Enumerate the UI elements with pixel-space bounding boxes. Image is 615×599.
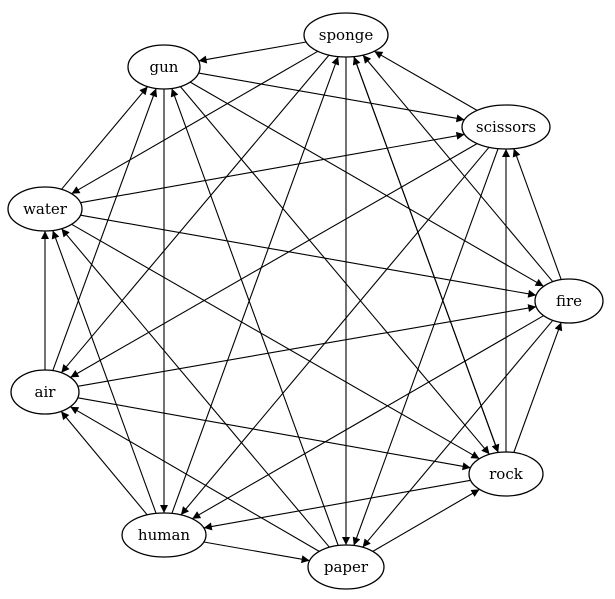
node-label: gun	[150, 58, 179, 76]
node-rock: rock	[468, 451, 544, 497]
node-label: air	[35, 383, 57, 401]
edge-gun-to-scissors	[198, 72, 465, 123]
node-human: human	[121, 512, 207, 558]
edge-gun-to-fire	[189, 81, 544, 287]
edge-air-to-gun	[52, 88, 158, 371]
edge-air-to-rock	[77, 397, 471, 471]
node-label: fire	[556, 292, 582, 310]
edge-air-to-fire	[77, 304, 537, 387]
edge-human-to-air	[60, 411, 148, 516]
node-ellipse	[534, 278, 604, 324]
edge-water-to-rock	[71, 223, 480, 460]
edge-paper-to-rock	[372, 488, 480, 552]
node-label: human	[138, 526, 190, 544]
edge-paper-to-air	[70, 406, 320, 552]
node-ellipse	[468, 451, 544, 497]
edge-water-to-fire	[80, 214, 537, 298]
edge-sponge-to-air	[60, 54, 330, 374]
edge-fire-to-scissors	[512, 148, 562, 280]
edge-gun-to-rock	[179, 86, 490, 455]
node-paper: paper	[307, 544, 385, 590]
edge-fire-to-sponge	[362, 54, 554, 283]
edge-scissors-to-paper	[352, 148, 499, 546]
node-label: scissors	[476, 118, 536, 136]
edge-paper-to-gun	[170, 88, 339, 546]
edge-human-to-sponge	[171, 56, 340, 514]
node-sponge: sponge	[303, 12, 389, 58]
node-ellipse	[307, 544, 385, 590]
node-label: sponge	[319, 26, 374, 44]
edge-sponge-to-water	[71, 50, 319, 195]
edge-rock-to-fire	[513, 322, 563, 453]
node-layer: sponge gun scissors water fire air rock human pa…	[7, 12, 604, 590]
node-label: water	[23, 200, 68, 218]
node-ellipse	[303, 12, 389, 58]
node-ellipse	[127, 44, 201, 90]
edge-layer	[41, 41, 563, 564]
node-label: rock	[489, 465, 524, 483]
edge-scissors-to-human	[180, 146, 490, 516]
node-ellipse	[461, 104, 551, 150]
edge-rock-to-sponge	[352, 56, 499, 453]
node-gun: gun	[127, 44, 201, 90]
node-fire: fire	[534, 278, 604, 324]
node-ellipse	[7, 186, 83, 232]
edge-fire-to-paper	[362, 319, 554, 548]
edge-human-to-paper	[203, 541, 310, 564]
edge-water-to-scissors	[80, 131, 465, 204]
edge-human-to-water	[51, 230, 157, 514]
node-label: paper	[324, 558, 369, 576]
node-air: air	[10, 369, 80, 415]
node-water: water	[7, 186, 83, 232]
edge-sponge-to-gun	[198, 41, 307, 64]
edge-fire-to-human	[191, 315, 544, 520]
edge-scissors-to-air	[70, 143, 478, 378]
edge-scissors-to-sponge	[374, 50, 478, 111]
edge-paper-to-water	[61, 228, 330, 548]
node-scissors: scissors	[461, 104, 551, 150]
node-ellipse	[10, 369, 80, 415]
edge-water-to-gun	[61, 86, 149, 190]
edge-rock-to-human	[203, 479, 471, 531]
node-ellipse	[121, 512, 207, 558]
